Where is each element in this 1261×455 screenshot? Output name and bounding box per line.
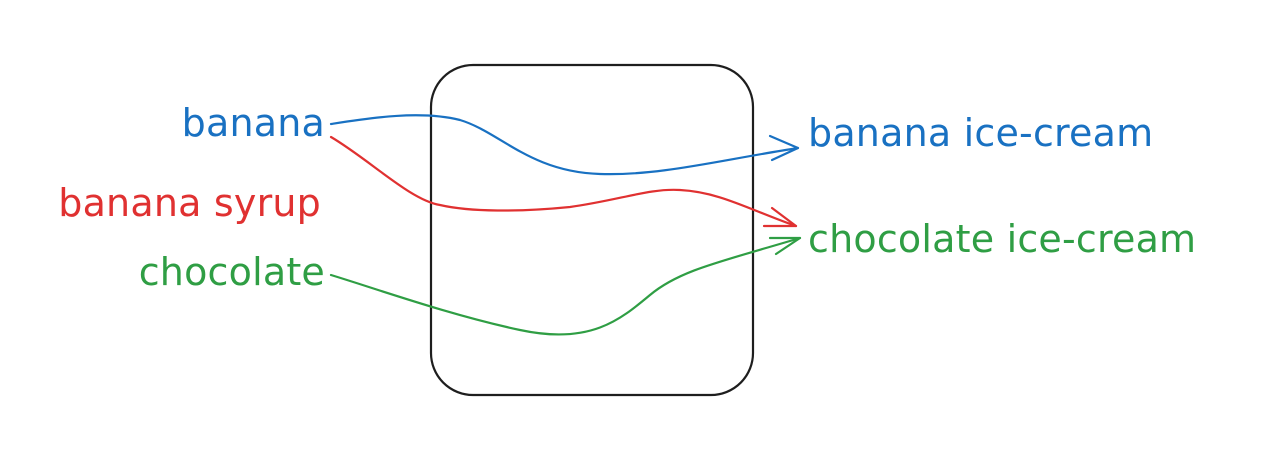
- arrow-banana-to-chocolate-ice-cream[interactable]: [329, 135, 798, 228]
- output-text: chocolate ice-cream: [808, 217, 1197, 261]
- input-label-chocolate: chocolate: [139, 250, 325, 294]
- output-label-banana-ice-cream: banana ice-cream: [808, 111, 1153, 155]
- process-box[interactable]: [429, 63, 755, 397]
- input-text: chocolate: [138, 250, 325, 294]
- arrow-chocolate-to-chocolate-ice-cream[interactable]: [329, 236, 802, 336]
- output-label-chocolate-ice-cream: chocolate ice-cream: [808, 217, 1196, 261]
- input-text: banana syrup: [58, 181, 321, 225]
- output-text: banana ice-cream: [808, 111, 1154, 155]
- arrow-banana-to-banana-ice-cream[interactable]: [329, 114, 800, 176]
- input-label-banana-syrup: banana syrup: [58, 181, 321, 225]
- input-text: banana: [181, 101, 325, 145]
- input-label-banana: banana: [182, 101, 325, 145]
